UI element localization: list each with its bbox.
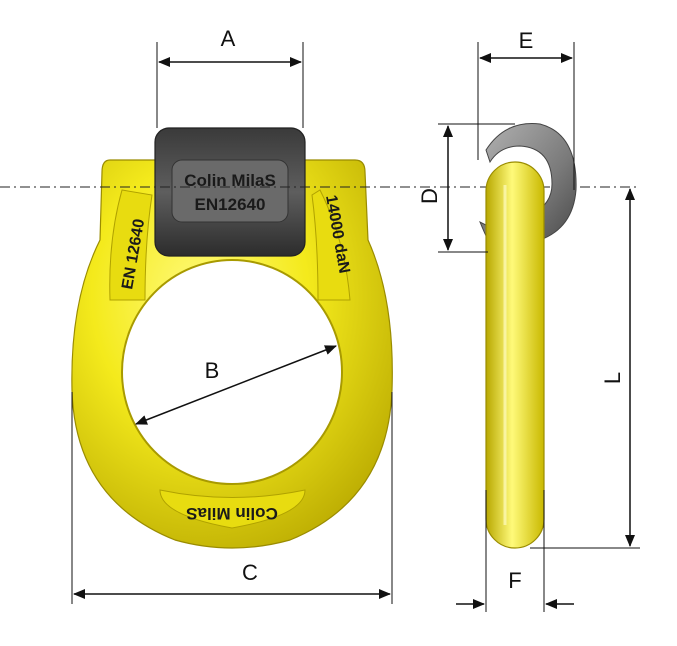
ring-bottom-recess bbox=[159, 489, 306, 529]
dimension-e-label: E bbox=[519, 28, 534, 53]
dimension-c-label: C bbox=[242, 560, 258, 585]
dimension-l: L bbox=[530, 188, 640, 549]
id-plate-line-1: Colin MilaS bbox=[184, 171, 276, 190]
dimension-c: C bbox=[71, 392, 393, 604]
ring-right-recess bbox=[311, 189, 351, 301]
id-plate: Colin MilaS EN12640 bbox=[154, 127, 306, 257]
dimension-d: D bbox=[417, 123, 515, 253]
ring-left-recess bbox=[109, 189, 153, 301]
dimension-l-label: L bbox=[600, 372, 625, 384]
id-plate-line-2: EN12640 bbox=[195, 195, 266, 214]
dimension-b-label: B bbox=[205, 358, 220, 383]
ring-inner-hole bbox=[121, 259, 343, 485]
dimension-b-arrow bbox=[135, 345, 337, 425]
dimension-f-label: F bbox=[508, 568, 521, 593]
dimension-b: B bbox=[135, 345, 337, 425]
id-plate-label-area bbox=[171, 159, 289, 223]
dimension-f: F bbox=[456, 490, 574, 612]
dimension-d-label: D bbox=[417, 188, 442, 204]
dimension-a-label: A bbox=[221, 26, 236, 51]
dimension-a: A bbox=[156, 26, 304, 128]
dimension-e: E bbox=[477, 28, 575, 190]
ring-side-view bbox=[479, 123, 577, 549]
ring-marking-bottom: Colin MilaS bbox=[186, 504, 278, 523]
side-ring-bar bbox=[485, 161, 545, 549]
